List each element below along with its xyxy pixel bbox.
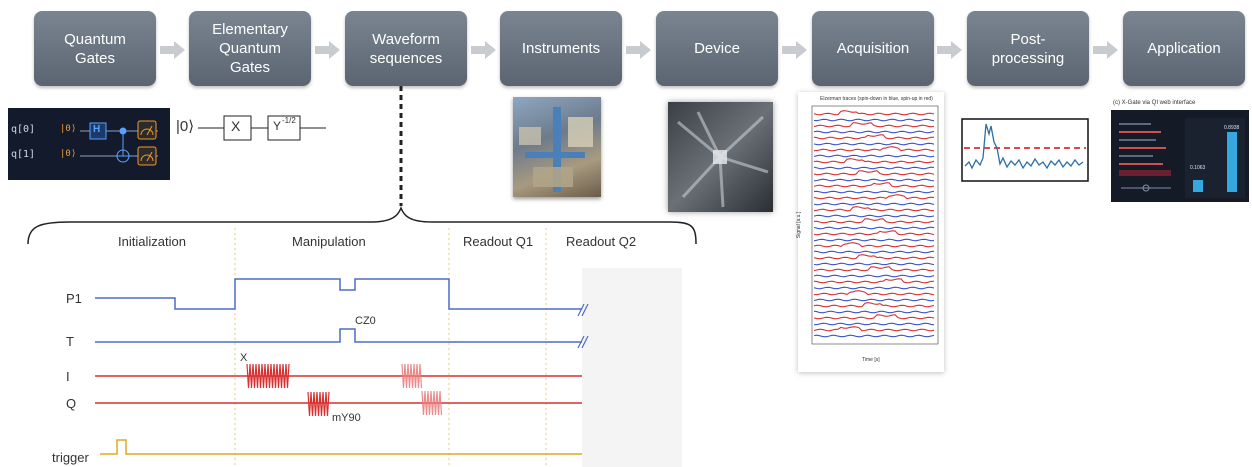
waveform-pulses [246,363,443,417]
stage-instruments: Instruments [500,11,622,86]
acquisition-title: Elzerman traces (spin-down in blue, spin… [820,96,933,102]
circuit-panel: q[0] q[1] |0⟩ |0⟩ H [8,108,170,180]
arrow-icon [315,41,340,59]
acquisition-trace [813,266,935,272]
application-panel: (c) X-Gate via QI web interface 0.1063 0… [1111,100,1249,202]
acquisition-ylabel: Signal [a.u.] [796,211,803,239]
channel-q: Q [66,396,77,411]
acquisition-trace [813,262,935,266]
acquisition-trace [813,322,935,326]
application-title: (c) X-Gate via QI web interface [1113,100,1196,106]
acquisition-trace [813,146,935,152]
rf-pulse [421,390,443,416]
acquisition-trace [813,158,935,164]
acquisition-trace [814,218,935,224]
channel-p1: P1 [66,291,82,306]
channel-trigger: trigger [52,450,89,465]
acquisition-trace [813,122,935,128]
application-screen: 0.1063 0.8938 [1111,110,1249,202]
acquisition-trace [813,202,935,206]
acquisition-trace [813,190,935,194]
acquisition-trace [813,110,935,116]
y-gate-label: Y [273,119,282,133]
acquisition-trace [813,182,935,188]
acquisition-trace [813,242,935,248]
acquisition-trace [813,130,935,134]
acquisition-trace [813,278,935,284]
qubit-0-label: q[0] [11,124,36,135]
acquisition-trace [813,214,935,218]
waveform-diagram: Initialization Manipulation Readout Q1 R… [0,228,700,467]
acquisition-trace [813,290,935,296]
acquisition-trace [813,326,935,332]
rf-pulse [401,363,423,389]
acquisition-trace [813,254,935,260]
hadamard-gate-label: H [93,124,101,135]
circuit-diagram [80,120,158,166]
arrow-icon [471,41,496,59]
instruments-photo [513,97,601,197]
acquisition-trace [813,154,935,158]
acquisition-trace [813,170,935,176]
bar-value-1: 0.8938 [1224,125,1240,131]
rf-pulse [246,363,290,389]
phase-manipulation: Manipulation [292,234,366,249]
acquisition-trace [813,226,935,230]
acquisition-trace [813,178,935,182]
stage-device: Device [656,11,778,86]
arrow-icon [782,41,807,59]
acquisition-trace [813,274,935,278]
y-gate-exponent: -1/2 [282,116,296,125]
phase-initialization: Initialization [118,234,186,249]
stage-waveform-sequences: Waveform sequences [345,11,467,86]
ket-0-label: |0⟩ [60,149,77,159]
acquisition-plot: Elzerman traces (spin-down in blue, spin… [796,92,944,372]
acquisition-trace [813,194,935,200]
waveform-brace [27,86,697,245]
acquisition-xlabel: Time [s] [862,357,880,363]
arrow-icon [160,41,185,59]
acquisition-trace [813,334,935,338]
acquisition-trace [813,314,935,320]
arrow-icon [937,41,962,59]
acquisition-trace [813,142,935,146]
acquisition-trace [813,134,934,140]
stage-elementary-gates: Elementary Quantum Gates [189,11,311,86]
stage-application: Application [1123,11,1245,86]
acquisition-trace [813,310,934,314]
stage-quantum-gates: Quantum Gates [34,11,156,86]
stage-post-processing: Post- processing [967,11,1089,86]
arrow-icon [626,41,651,59]
acquisition-trace [813,166,935,170]
rf-pulse [307,391,330,417]
channel-t: T [66,334,74,349]
post-processing-plot [961,118,1089,182]
stage-acquisition: Acquisition [812,11,934,86]
acquisition-trace [813,238,935,242]
annotation-cz0: CZ0 [355,315,376,327]
acquisition-traces [813,110,935,338]
x-gate-label: X [231,118,241,134]
phase-readout-q1: Readout Q1 [463,234,534,249]
annotation-my90: mY90 [332,412,361,424]
acquisition-trace [813,118,935,122]
annotation-x: X [240,352,248,364]
acquisition-trace [813,302,935,308]
acquisition-trace [813,286,935,290]
arrow-icon [1093,41,1118,59]
channel-i: I [66,369,70,384]
elementary-circuit [198,115,326,141]
acquisition-trace [813,230,935,236]
acquisition-trace [813,206,935,212]
acquisition-trace [813,298,935,302]
qubit-1-label: q[1] [11,149,36,160]
acquisition-trace [813,250,935,254]
phase-readout-q2: Readout Q2 [566,234,637,249]
bar-value-0: 0.1063 [1190,165,1206,171]
elementary-ket-label: |0⟩ [176,117,195,135]
device-image [668,102,773,212]
ket-0-label: |0⟩ [60,124,77,134]
